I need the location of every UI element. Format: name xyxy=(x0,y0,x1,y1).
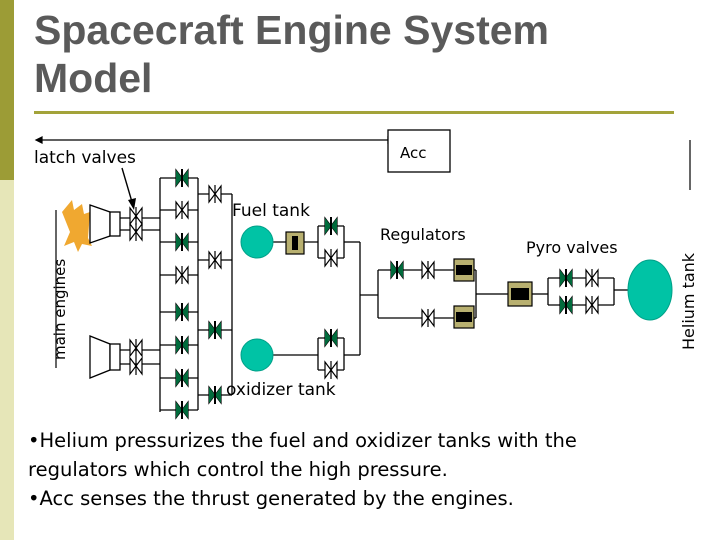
bullet-line-1: •Helium pressurizes the fuel and oxidize… xyxy=(28,429,577,452)
acc-label: Acc xyxy=(400,144,427,162)
helium-tank-label: Helium tank xyxy=(679,252,698,350)
latch-valve-group xyxy=(129,206,143,376)
fuel-tank-label: Fuel tank xyxy=(232,201,310,221)
regulator-upper xyxy=(453,258,475,282)
fuel-pressure-valves xyxy=(324,216,338,380)
side-accent-bar xyxy=(0,0,14,540)
pyro-valve-group xyxy=(559,268,599,315)
bullet-line-3: •Acc senses the thrust generated by the … xyxy=(28,487,514,510)
slide-title: Spacecraft Engine System Model xyxy=(34,6,674,102)
piping xyxy=(120,177,628,412)
engine-nozzle-lower xyxy=(89,335,121,379)
title-underline xyxy=(34,111,674,114)
engine-system-diagram: Acc latch valves main engines xyxy=(34,129,698,420)
acc-box xyxy=(387,129,451,173)
title-line-2: Model xyxy=(34,55,153,101)
regulators-label: Regulators xyxy=(380,225,466,244)
pyro-valves-label: Pyro valves xyxy=(526,238,618,257)
latch-valves-label: latch valves xyxy=(34,148,136,168)
filter-block xyxy=(507,281,533,307)
oxidizer-tank-label: oxidizer tank xyxy=(226,380,336,400)
regulator-lower xyxy=(453,305,475,329)
helium-tank xyxy=(627,259,673,321)
engine-nozzle-upper xyxy=(89,204,121,244)
regulator-valves xyxy=(390,260,435,328)
side-accent-bar-top xyxy=(0,0,14,180)
main-engines-label: main engines xyxy=(51,259,69,360)
engine-flame xyxy=(62,200,92,252)
fuel-tank xyxy=(240,225,274,259)
check-valve-fuel xyxy=(285,231,305,255)
oxidizer-tank xyxy=(240,338,274,372)
bullet-list: •Helium pressurizes the fuel and oxidize… xyxy=(28,426,718,513)
bullet-line-2: regulators which control the high pressu… xyxy=(28,458,448,481)
title-line-1: Spacecraft Engine System xyxy=(34,7,549,53)
latch-valves-arrow xyxy=(121,167,136,210)
